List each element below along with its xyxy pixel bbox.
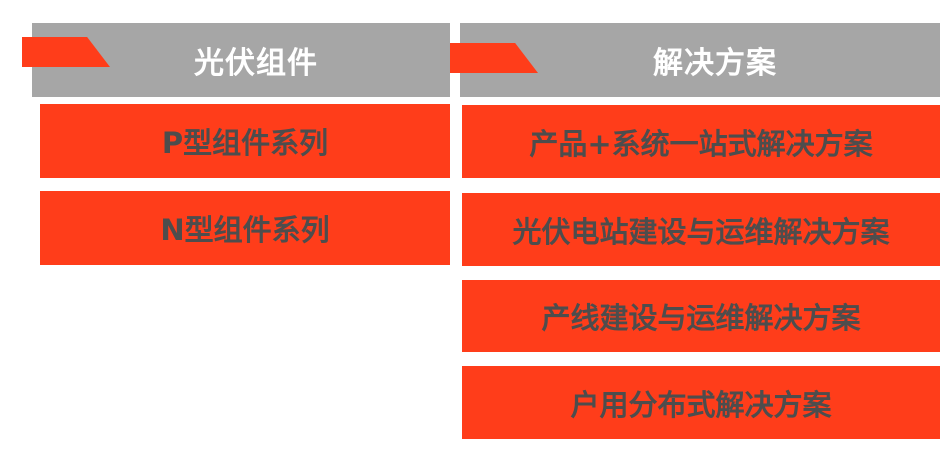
production-line-construction-om-solution-label: 产线建设与运维解决方案 [541, 301, 861, 335]
p-type-module-series-button[interactable]: P型组件系列 [40, 104, 450, 178]
n-type-module-series-button[interactable]: N型组件系列 [40, 191, 450, 265]
solutions-header: 解决方案 [460, 23, 940, 97]
production-line-construction-om-solution-button[interactable]: 产线建设与运维解决方案 [462, 280, 940, 352]
solutions-title: 解决方案 [653, 46, 777, 81]
pv-modules-title: 光伏组件 [194, 46, 318, 81]
product-system-one-stop-solution-button[interactable]: 产品+系统一站式解决方案 [462, 105, 940, 178]
household-distributed-solution-button[interactable]: 户用分布式解决方案 [462, 366, 940, 439]
household-distributed-solution-label: 户用分布式解决方案 [570, 387, 832, 422]
product-system-one-stop-solution-label: 产品+系统一站式解决方案 [529, 126, 873, 161]
n-type-module-series-label: N型组件系列 [160, 213, 330, 247]
p-type-module-series-label: P型组件系列 [161, 126, 329, 160]
pv-plant-construction-om-solution-label: 光伏电站建设与运维解决方案 [512, 214, 890, 249]
pv-plant-construction-om-solution-button[interactable]: 光伏电站建设与运维解决方案 [462, 193, 940, 266]
